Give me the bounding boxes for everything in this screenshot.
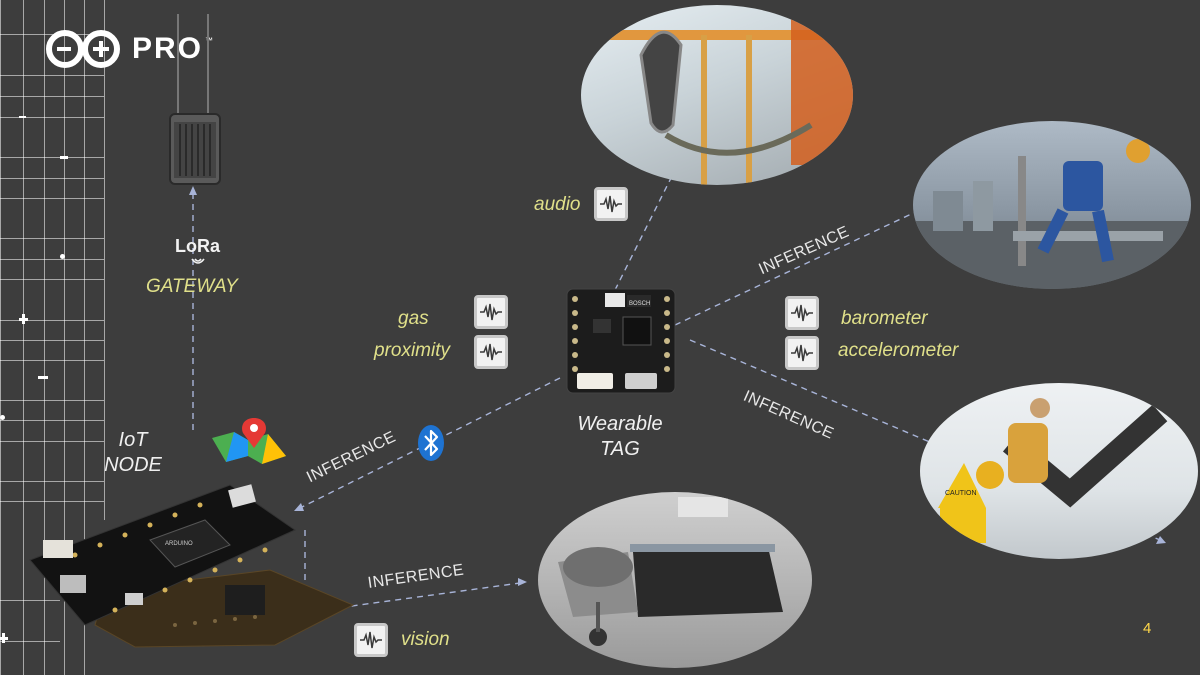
- arduino-pro-logo: PRO ™: [44, 28, 213, 70]
- proximity-chip-icon: [474, 335, 508, 369]
- wearable-tag-label-line2: TAG: [600, 438, 640, 460]
- vision-chip-icon: [354, 623, 388, 657]
- wearable-tag-label-line1: Wearable: [577, 413, 663, 435]
- wearable-tag-label: Wearable TAG: [560, 412, 680, 462]
- vision-label: vision: [401, 629, 450, 650]
- svg-text:BOSCH: BOSCH: [629, 301, 650, 307]
- logo-text: PRO: [132, 32, 204, 65]
- audio-chip-icon: [594, 187, 628, 221]
- iot-node-label: IoT NODE: [98, 428, 168, 478]
- gateway-label: GATEWAY: [146, 276, 238, 297]
- photo-harness-hook: [581, 5, 853, 185]
- map-pin-icon: [210, 416, 288, 466]
- iot-node-label-line1: IoT: [118, 429, 148, 451]
- lora-label: LoRa: [175, 236, 220, 256]
- iot-node-board: ARDUINO: [25, 475, 355, 655]
- accelerometer-label: accelerometer: [838, 340, 959, 361]
- arduino-infinity-icon: [46, 30, 120, 68]
- page-number: 4: [1143, 620, 1152, 637]
- audio-label: audio: [534, 194, 581, 215]
- svg-text:ARDUINO: ARDUINO: [165, 541, 193, 547]
- gateway-device: [168, 14, 222, 186]
- gas-label: gas: [398, 308, 429, 329]
- photo-construction-hole: [538, 492, 812, 668]
- barometer-label: barometer: [841, 308, 928, 329]
- iot-node-label-line2: NODE: [104, 454, 162, 476]
- bluetooth-icon: [415, 424, 447, 462]
- lora-signal-icon: [190, 258, 205, 264]
- proximity-label: proximity: [374, 340, 451, 361]
- lora-badge: LoRa: [175, 236, 220, 269]
- gateway-icon: [169, 14, 221, 185]
- logo-trademark: ™: [205, 35, 214, 45]
- accelerometer-chip-icon: [785, 336, 819, 370]
- gas-chip-icon: [474, 295, 508, 329]
- wearable-tag-board: BOSCH: [565, 287, 677, 395]
- photo-falling-worker: CAUTION: [920, 383, 1198, 559]
- photo-worker-building: [913, 121, 1191, 289]
- svg-text:CAUTION: CAUTION: [945, 490, 977, 497]
- barometer-chip-icon: [785, 296, 819, 330]
